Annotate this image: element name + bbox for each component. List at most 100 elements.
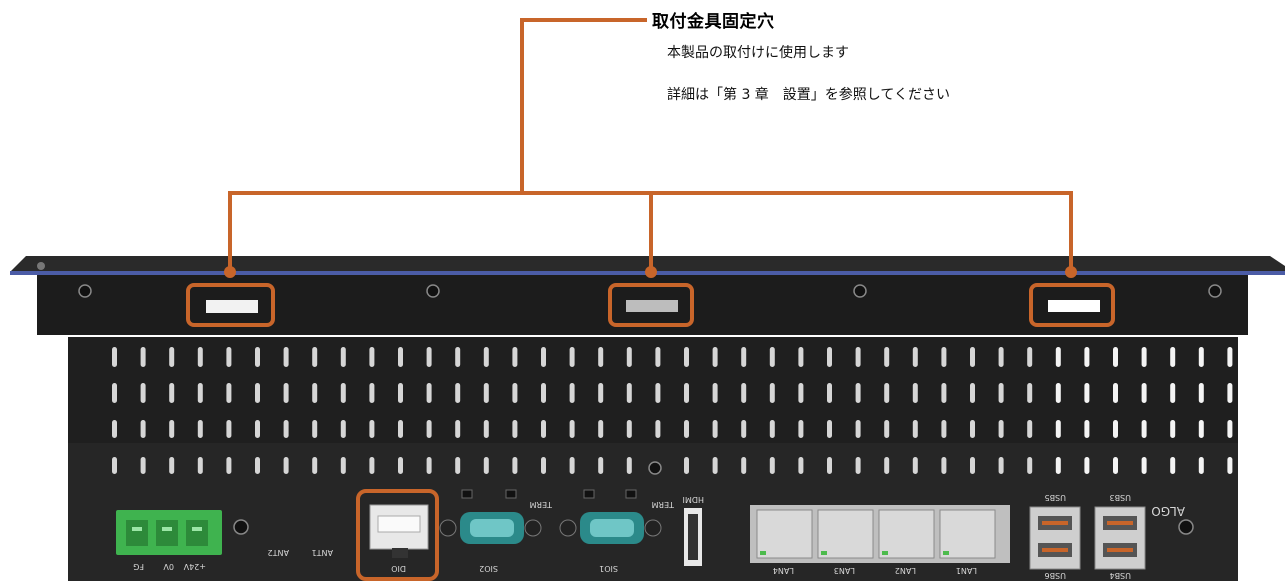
sio1-label: SIO1 [599,564,618,573]
vent-slot [197,457,203,474]
vent-slot [1055,420,1061,438]
vent-slot [283,457,289,474]
vent-slot [483,347,489,367]
vent-slot [941,347,947,367]
0v-label: 0V [163,562,174,571]
vent-slot [741,420,747,438]
vent-slot [598,420,604,438]
vent-slot [769,420,775,438]
vent-slot [1227,383,1233,403]
vent-slot [769,347,775,367]
vent-slot [1198,457,1204,474]
vent-slot [169,457,175,474]
vent-slot [998,347,1004,367]
vent-slot [541,383,546,403]
vent-slot [369,347,375,367]
vent-slot [684,457,689,474]
vent-slot [1113,420,1118,438]
vent-slot [483,420,489,438]
vent-slot [455,383,461,403]
usb3-label: USB3 [1109,493,1131,502]
screw-icon [1208,284,1222,298]
vent-slot [798,383,804,403]
vent-slot [112,383,117,403]
vent-slot [426,347,432,367]
vent-slot [512,420,518,438]
vent-slot [1170,457,1176,474]
vent-slot [255,383,260,403]
vent-slot [684,420,689,438]
lan-ports: LAN4 LAN3 LAN2 LAN1 [750,505,1010,575]
sio2-connector: SIO2 TERM [439,489,554,573]
vent-slot [455,420,461,438]
vent-slot [712,347,718,367]
vent-slot [1170,420,1176,438]
vent-slot [1198,420,1204,438]
vent-slot [112,457,117,474]
vent-slot [283,420,289,438]
vent-slot [827,383,832,403]
vent-slot [398,457,403,474]
vent-slot [197,347,203,367]
vent-slot [312,420,318,438]
callout-description-1: 本製品の取付けに使用します [667,45,849,61]
vent-slot [569,347,575,367]
hdmi-label: HDMI [683,495,704,504]
vent-slot [712,420,718,438]
vent-slot [970,383,975,403]
callout-dots [224,266,1077,278]
screw-icon [426,284,440,298]
vent-slot [798,347,804,367]
vent-slot [598,457,604,474]
vent-slot [398,420,403,438]
vent-slot [398,383,403,403]
vent-slot [1141,383,1147,403]
vent-slot [1170,383,1176,403]
vent-slot [884,383,890,403]
vent-slot [312,383,318,403]
vent-slot [1027,420,1033,438]
vent-slot [569,383,575,403]
vent-slot [112,347,117,367]
vent-slot [684,383,689,403]
vent-slot [598,347,604,367]
vent-slot [226,347,232,367]
vent-slot [912,420,918,438]
vent-slot [655,383,661,403]
screw-icon [648,461,662,475]
dio-highlight [356,489,439,581]
vent-slot [340,347,346,367]
callout-description-2: 詳細は「第 3 章 設置」を参照してください [667,87,950,103]
vent-slot [855,420,861,438]
dio-connector: DIO [369,504,429,573]
mounting-hole-highlight [1029,283,1115,327]
vent-slot [998,420,1004,438]
vent-slot [998,457,1004,474]
vent-slot [1084,347,1090,367]
vent-slot [340,420,346,438]
vent-slot [884,347,890,367]
vent-slot [140,347,146,367]
vent-slot [827,420,832,438]
vent-slot [1055,457,1061,474]
vent-slot [140,420,146,438]
vent-slot [312,457,318,474]
sio2-label: SIO2 [479,564,498,573]
vent-slot [226,457,232,474]
term-label: TERM [530,500,554,509]
bezel-screws [78,284,1222,298]
screw-icon [78,284,92,298]
vent-slot [1113,457,1118,474]
vent-slot [1113,383,1118,403]
ant1-label: ANT1 [312,548,333,557]
lan2-label: LAN2 [895,566,916,575]
vent-slot [1055,383,1061,403]
vent-slot [827,347,832,367]
vent-slot [283,347,289,367]
vent-slot [684,347,689,367]
usb5-label: USB5 [1044,493,1066,502]
vent-slot [855,457,861,474]
vent-slot [912,383,918,403]
vent-slot [340,457,346,474]
